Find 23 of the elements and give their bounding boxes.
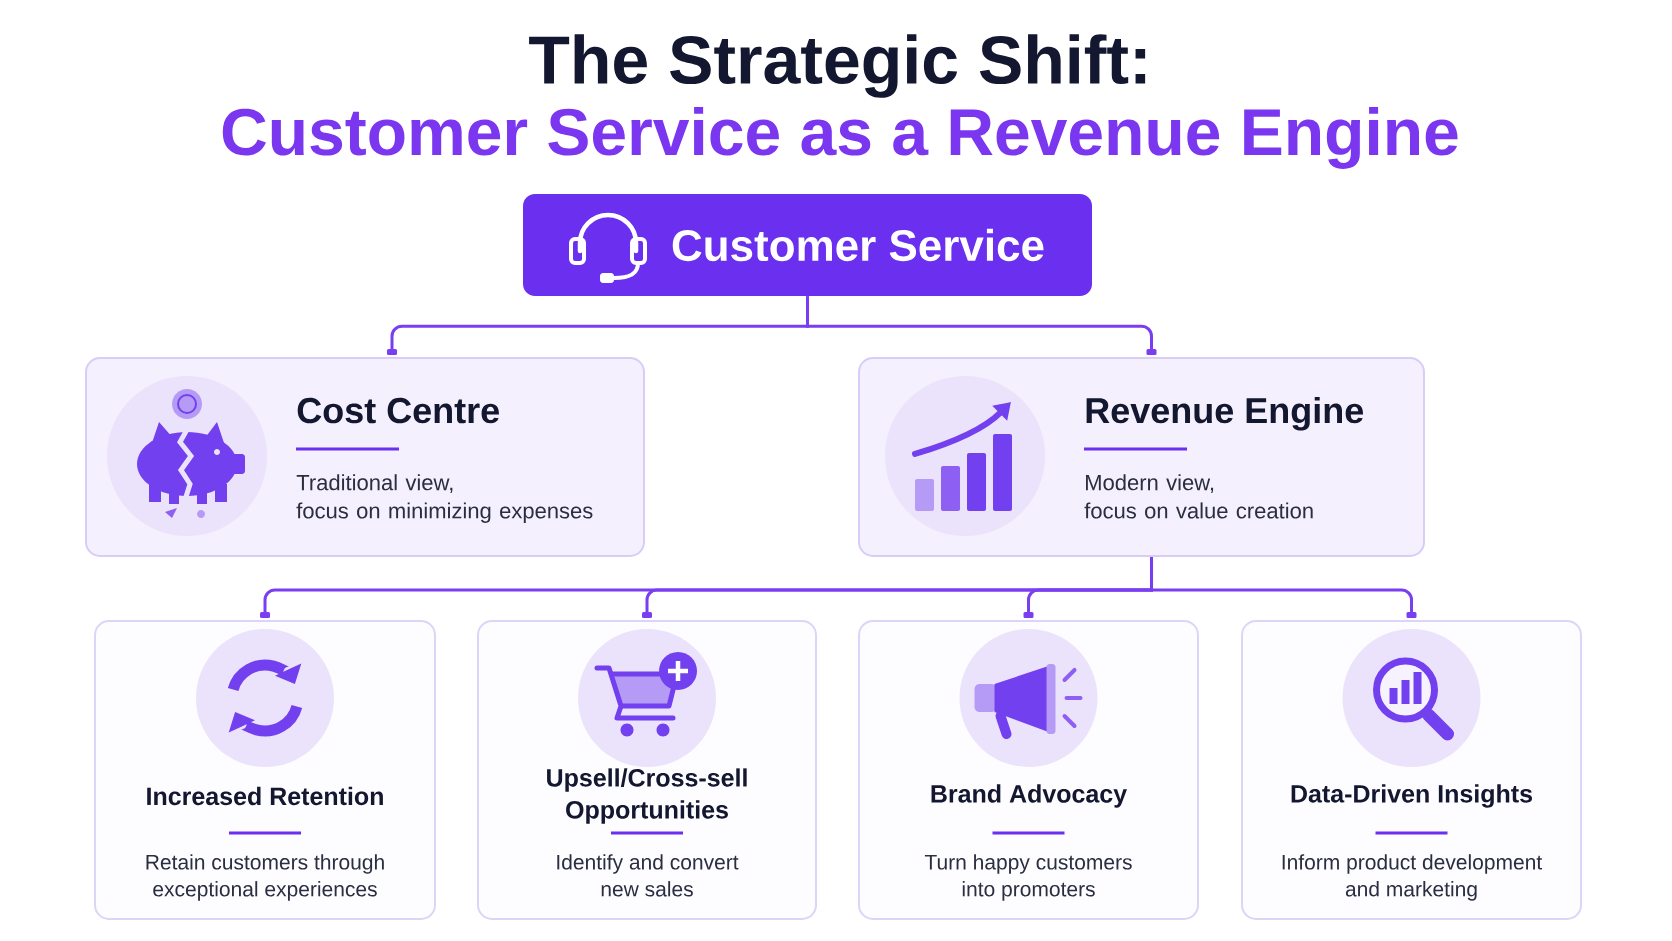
card-description: Retain customers through exceptional experiences	[146, 854, 384, 901]
card	[94, 620, 436, 920]
card-heading: Brand Advocacy	[931, 784, 1127, 808]
card-heading: Cost Centre	[297, 397, 499, 424]
card	[858, 357, 1425, 557]
card-description: Inform product development and marketing	[1282, 854, 1543, 901]
card-description: Traditional view, focus on minimizing expenses	[296, 474, 593, 523]
connector-line	[1150, 557, 1417, 618]
card	[858, 620, 1199, 920]
title: The Strategic Shift:	[529, 34, 1146, 98]
card	[85, 357, 645, 557]
header-box: Customer Service	[523, 194, 1092, 296]
card-description: Identify and convert new sales	[557, 854, 739, 897]
card-description: Modern view, focus on value creation	[1084, 474, 1313, 519]
subtitle: Customer Service as a Revenue Engine	[222, 107, 1458, 169]
card-heading: Revenue Engine	[1086, 396, 1364, 431]
card-heading: Increased Retention	[147, 786, 383, 806]
card-heading: Upsell/Cross-sell Opportunities	[547, 768, 747, 824]
connector-line	[806, 296, 1157, 355]
card-description: Turn happy customers into promoters	[924, 854, 1132, 901]
card-heading: Data-Driven Insights	[1291, 784, 1532, 808]
card	[477, 620, 817, 920]
card	[1241, 620, 1582, 920]
